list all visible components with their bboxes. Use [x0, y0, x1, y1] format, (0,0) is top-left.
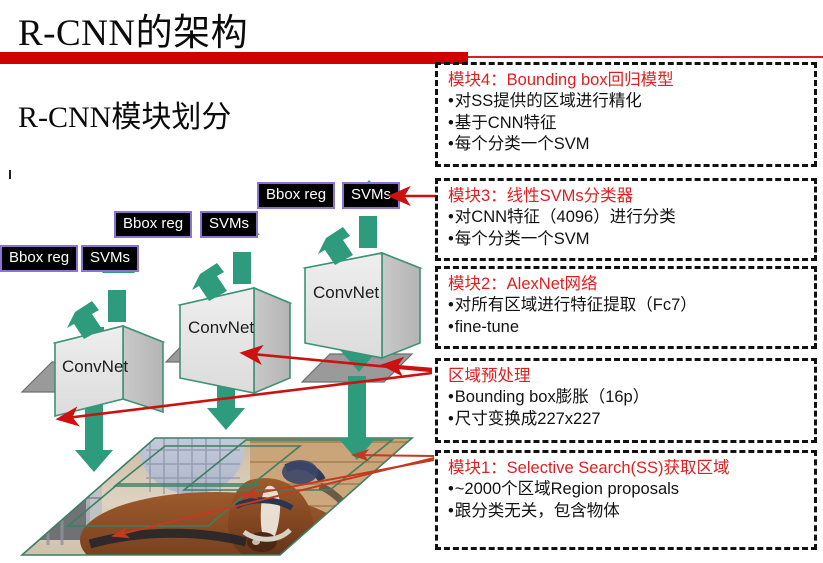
title-accent-bar: [0, 52, 468, 64]
bbox-reg-chip-3[interactable]: Bbox reg: [257, 182, 336, 209]
module3-pointer-svg: [387, 185, 436, 207]
convnet-cube-2: [177, 286, 293, 395]
rcnn-pipeline-diagram: ConvNet ConvNet ConvNet: [0, 150, 435, 563]
red-arrow-to-patch-3: [380, 356, 433, 377]
ss-arrow-2: [240, 459, 435, 500]
red-arrow-to-patch-1: [55, 371, 433, 427]
ss-arrow-3: [351, 448, 435, 462]
module-2-title: 模块2：AlexNet网络: [448, 275, 598, 293]
red-arrow-group-preprocess: [55, 344, 433, 427]
bullet-tick-mark: [9, 170, 11, 179]
page-title: R-CNN的架构: [18, 13, 249, 54]
convnet-cube-1: [52, 324, 166, 418]
convnet-label-2: ConvNet: [188, 318, 255, 337]
bbox-reg-chip-1[interactable]: Bbox reg: [0, 245, 79, 272]
module-4-bullet-3: 每个分类一个SVM: [448, 134, 810, 156]
module-1-title: 模块1：Selective Search(SS)获取区域: [448, 459, 730, 477]
module-3-bullet-1: 对CNN特征（4096）进行分类: [448, 207, 810, 229]
diagram-svg: [19, 180, 435, 556]
svms-chip-2[interactable]: SVMs: [200, 211, 259, 238]
module-2-bullet-1: 对所有区域进行特征提取（Fc7）: [448, 295, 810, 317]
module-box-1[interactable]: 模块1：Selective Search(SS)获取区域 ~2000个区域Reg…: [435, 450, 817, 550]
module-3-bullet-2: 每个分类一个SVM: [448, 229, 810, 251]
module-4-title: 模块4：Bounding box回归模型: [448, 71, 674, 89]
module-4-bullet-1: 对SS提供的区域进行精化: [448, 91, 810, 113]
convnet-label-1: ConvNet: [62, 357, 129, 376]
bbox-reg-chip-2[interactable]: Bbox reg: [114, 211, 193, 238]
module-1-bullet-2: 跟分类无关，包含物体: [448, 501, 810, 523]
convnet-label-3: ConvNet: [313, 283, 380, 302]
region-preprocess-box[interactable]: 区域预处理 Bounding box膨胀（16p） 尺寸变换成227x227: [435, 358, 817, 443]
region-preprocess-title: 区域预处理: [448, 367, 531, 385]
module-1-bullet-1: ~2000个区域Region proposals: [448, 479, 810, 501]
svms-chip-1[interactable]: SVMs: [81, 245, 140, 272]
region-proposal-box: [112, 445, 303, 487]
region-proposal-box: [65, 483, 261, 527]
module-box-3[interactable]: 模块3：线性SVMs分类器 对CNN特征（4096）进行分类 每个分类一个SVM: [435, 178, 817, 261]
module-2-bullet-2: fine-tune: [448, 317, 810, 339]
module-4-bullet-2: 基于CNN特征: [448, 113, 810, 135]
red-arrow-group-selectivesearch: [111, 448, 435, 539]
region-preprocess-bullet-1: Bounding box膨胀（16p）: [448, 387, 810, 409]
page-subtitle: R-CNN模块划分: [18, 101, 232, 134]
input-image-plane: [19, 437, 415, 556]
region-preprocess-bullet-2: 尺寸变换成227x227: [448, 409, 810, 431]
convnet-cube-3: [302, 251, 423, 360]
title-accent-line: [468, 56, 823, 58]
module-3-title: 模块3：线性SVMs分类器: [448, 187, 634, 205]
module-box-4[interactable]: 模块4：Bounding box回归模型 对SS提供的区域进行精化 基于CNN特…: [435, 62, 817, 167]
module-box-2[interactable]: 模块2：AlexNet网络 对所有区域进行特征提取（Fc7） fine-tune: [435, 266, 817, 349]
